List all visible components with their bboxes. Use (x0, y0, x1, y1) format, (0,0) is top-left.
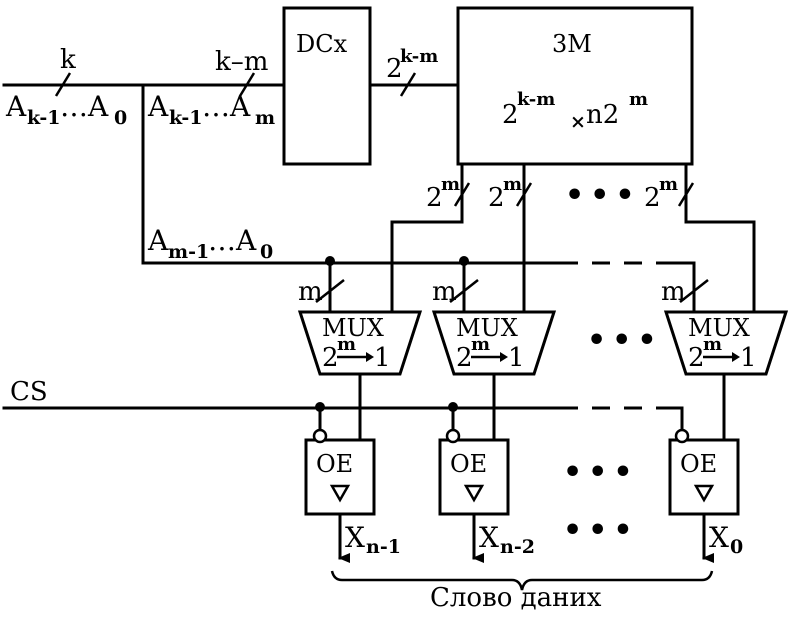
label-address-input: A k-1 …A 0 (5, 90, 127, 129)
mux-0: MUX 2 m 1 (297, 310, 423, 376)
oe-buffer-1: OE (438, 428, 510, 516)
svg-text:A: A (147, 224, 169, 257)
mux-1: MUX 2 m 1 (431, 310, 557, 376)
label-output-1: X n-2 (479, 521, 535, 558)
svg-text:OE: OE (316, 450, 353, 478)
svg-text:OE: OE (680, 450, 717, 478)
label-decoder-bus: 2 k-m (386, 46, 438, 84)
svg-text:…A: …A (202, 90, 251, 123)
junction-dot (459, 256, 469, 266)
svg-text:k-1: k-1 (27, 107, 61, 129)
label-address-low: A m-1 …A 0 (147, 224, 273, 263)
svg-text:m: m (659, 174, 678, 195)
label-output-2: X 0 (709, 521, 743, 558)
svg-text:1: 1 (508, 343, 525, 373)
label-word-bus-0: 2 m (426, 174, 460, 213)
label-word-bus-2: 2 m (644, 174, 678, 213)
label-address-high: A k-1 …A m (147, 90, 275, 129)
svg-text:0: 0 (114, 107, 127, 129)
svg-text:×: × (570, 111, 586, 133)
label-cs: CS (10, 377, 48, 407)
svg-text:…A: …A (60, 90, 109, 123)
svg-text:2: 2 (322, 343, 339, 373)
svg-text:2: 2 (426, 183, 443, 213)
svg-text:OE: OE (450, 450, 487, 478)
svg-text:m-1: m-1 (168, 241, 209, 263)
svg-text:1: 1 (740, 343, 757, 373)
svg-text:m: m (471, 334, 490, 355)
decoder-block (282, 6, 372, 166)
data-word-brace (330, 570, 714, 591)
junction-dot (448, 402, 458, 412)
svg-text:m: m (503, 174, 522, 195)
svg-text:0: 0 (730, 536, 743, 558)
memory-word-buses (390, 162, 756, 314)
label-output-0: X n-1 (345, 521, 401, 558)
svg-text:…A: …A (208, 224, 257, 257)
svg-text:2: 2 (644, 183, 661, 213)
junction-dot (315, 402, 325, 412)
svg-text:2: 2 (502, 100, 519, 130)
svg-text:2: 2 (386, 54, 403, 84)
svg-text:A: A (147, 90, 169, 123)
label-m-1: m (432, 277, 457, 307)
svg-text:1: 1 (374, 343, 391, 373)
svg-text:k-m: k-m (517, 89, 555, 110)
label-k: k (60, 45, 76, 75)
ellipsis-memory: ••• (565, 178, 641, 213)
decoder-label: DCx (296, 30, 348, 58)
svg-text:X: X (345, 521, 365, 554)
svg-text:m: m (441, 174, 460, 195)
ellipsis-mux: ••• (587, 323, 663, 358)
junction-dot (325, 256, 335, 266)
svg-text:n2: n2 (586, 100, 619, 130)
memory-block (456, 6, 694, 166)
memory-size: 2 k-m × n2 m (502, 89, 648, 133)
memory-title: 3M (552, 30, 592, 58)
oe-buffer-2: OE (668, 428, 740, 516)
svg-text:m: m (337, 334, 356, 355)
svg-text:n-1: n-1 (366, 536, 401, 558)
label-k-minus-m: k–m (215, 47, 268, 77)
label-m-0: m (298, 277, 323, 307)
oe-buffer-0: OE (304, 428, 376, 516)
address-bus (2, 72, 709, 314)
ellipsis-oe: ••• (563, 455, 639, 490)
mux-2: MUX 2 m 1 (663, 310, 789, 376)
svg-text:k-1: k-1 (169, 107, 203, 129)
svg-text:m: m (703, 334, 722, 355)
svg-text:MUX: MUX (322, 314, 384, 342)
svg-text:2: 2 (688, 343, 705, 373)
svg-text:A: A (5, 90, 27, 123)
svg-text:X: X (479, 521, 499, 554)
svg-text:2: 2 (488, 183, 505, 213)
cs-line (2, 402, 684, 432)
svg-text:m: m (255, 107, 275, 129)
label-word-bus-1: 2 m (488, 174, 522, 213)
svg-text:n-2: n-2 (500, 536, 535, 558)
svg-text:m: m (629, 89, 648, 110)
svg-text:k-m: k-m (400, 46, 438, 67)
svg-text:MUX: MUX (688, 314, 750, 342)
label-m-2: m (661, 277, 686, 307)
data-word-label: Слово даних (430, 583, 602, 613)
svg-text:MUX: MUX (456, 314, 518, 342)
svg-text:2: 2 (456, 343, 473, 373)
output-arrows (338, 512, 714, 563)
svg-text:X: X (709, 521, 729, 554)
svg-text:0: 0 (260, 241, 273, 263)
ellipsis-out: ••• (563, 513, 639, 548)
